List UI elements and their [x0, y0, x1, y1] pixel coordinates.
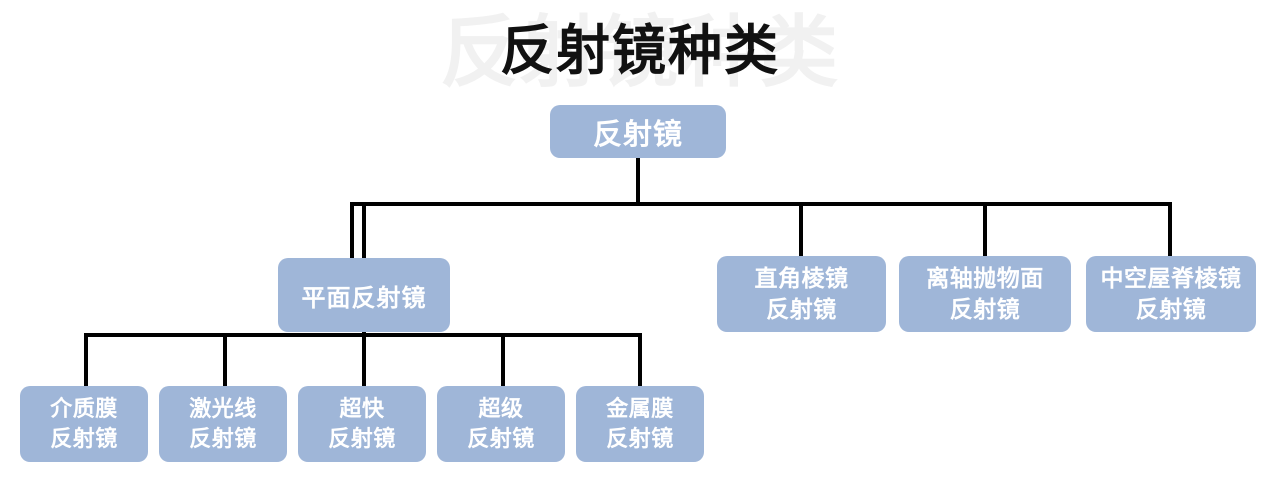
connector-drop-level1-2 [983, 202, 987, 258]
connector-drop-level1-3 [1168, 202, 1172, 258]
connector-drop-level1-1 [799, 202, 803, 258]
connector-drop-level1-0 [350, 202, 354, 260]
node-plane-mirror-label-line-0: 平面反射镜 [301, 284, 427, 312]
node-supermirror[interactable]: 超级 反射镜 [437, 386, 565, 462]
node-supermirror-label-line-0: 超级 [478, 396, 524, 421]
connector-level1-bus [350, 202, 1172, 206]
node-laser-line-mirror[interactable]: 激光线 反射镜 [159, 386, 287, 462]
node-metallic-film-mirror-label-line-1: 反射镜 [606, 426, 674, 451]
connector-drop-level2-4 [638, 333, 642, 388]
node-metallic-film-mirror-label-line-0: 金属膜 [606, 396, 674, 421]
title-block: 反射镜种类 反射镜种类 [0, 0, 1280, 100]
connector-drop-level2-2 [362, 333, 366, 388]
node-ultrafast-mirror-label-line-1: 反射镜 [328, 426, 396, 451]
connector-drop-level2-1 [223, 333, 227, 388]
node-ultrafast-mirror-label-line-0: 超快 [339, 396, 385, 421]
node-dielectric-film-mirror[interactable]: 介质膜 反射镜 [20, 386, 148, 462]
node-plane-mirror[interactable]: 平面反射镜 [278, 258, 450, 332]
node-right-angle-prism-mirror[interactable]: 直角棱镜 反射镜 [717, 256, 886, 332]
connector-drop-level2-0 [84, 333, 88, 388]
node-root-label: 反射镜 [592, 118, 683, 151]
node-laser-line-mirror-label-line-0: 激光线 [189, 396, 257, 421]
node-supermirror-label-line-1: 反射镜 [467, 426, 535, 451]
connector-root-stem [636, 158, 640, 206]
node-dielectric-film-mirror-label-line-0: 介质膜 [50, 396, 118, 421]
node-ultrafast-mirror[interactable]: 超快 反射镜 [298, 386, 426, 462]
node-root[interactable]: 反射镜 [550, 105, 726, 158]
node-right-angle-prism-mirror-label-line-0: 直角棱镜 [754, 265, 849, 291]
node-hollow-roof-prism-mirror-label-line-1: 反射镜 [1135, 296, 1207, 322]
node-off-axis-parabolic-mirror[interactable]: 离轴抛物面 反射镜 [899, 256, 1071, 332]
node-off-axis-parabolic-mirror-label-line-1: 反射镜 [949, 296, 1021, 322]
node-hollow-roof-prism-mirror[interactable]: 中空屋脊棱镜 反射镜 [1086, 256, 1256, 332]
connector-drop-plane-mirror [362, 202, 366, 260]
page-title: 反射镜种类 [500, 21, 780, 81]
node-hollow-roof-prism-mirror-label-line-0: 中空屋脊棱镜 [1100, 265, 1242, 291]
node-laser-line-mirror-label-line-1: 反射镜 [189, 426, 257, 451]
node-dielectric-film-mirror-label-line-1: 反射镜 [50, 426, 118, 451]
node-metallic-film-mirror[interactable]: 金属膜 反射镜 [576, 386, 704, 462]
title-watermark: 反射镜种类 [439, 8, 840, 96]
node-right-angle-prism-mirror-label-line-1: 反射镜 [766, 296, 837, 322]
connector-drop-level2-3 [501, 333, 505, 388]
node-off-axis-parabolic-mirror-label-line-0: 离轴抛物面 [926, 265, 1044, 291]
